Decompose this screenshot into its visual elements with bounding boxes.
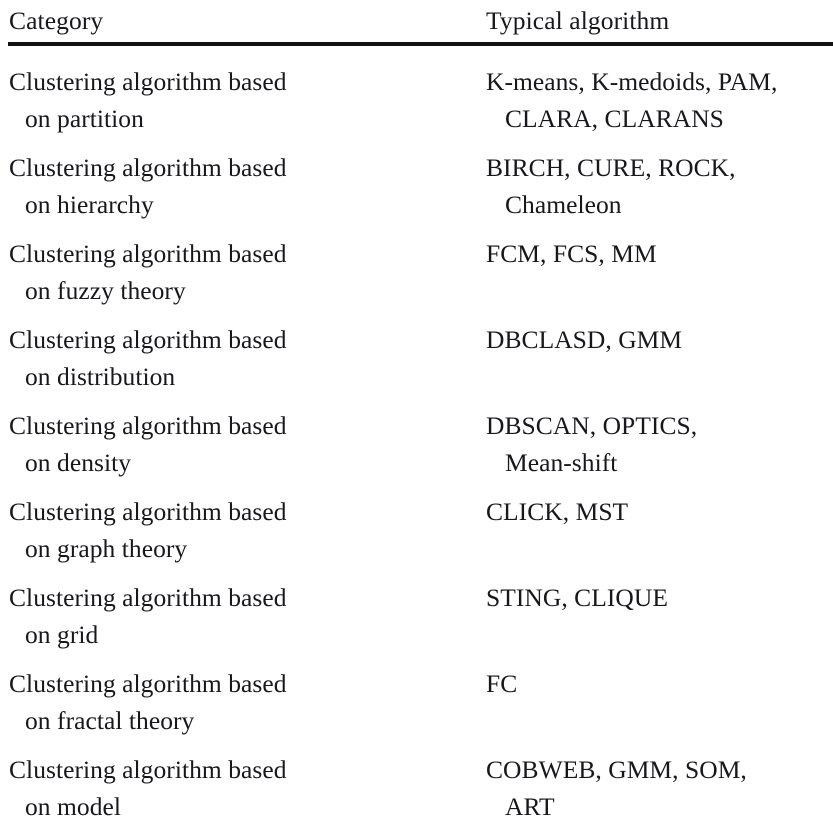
cell-category-line-1: Clustering algorithm based [9,153,287,182]
cell-algorithm: DBSCAN, OPTICS, Mean-shift [486,407,833,481]
cell-algorithm-line-1: K-means, K-medoids, PAM, [486,67,778,96]
table-row: Clustering algorithm based on density DB… [0,407,833,493]
cell-algorithm-line-1: FCM, FCS, MM [486,239,657,268]
cell-algorithm-line-2: Chameleon [505,190,622,219]
cell-category: Clustering algorithm based on density [0,407,486,481]
cell-algorithm: FC [486,665,833,702]
cell-category-line-1: Clustering algorithm based [9,325,287,354]
cell-category-line-2: on grid [25,620,99,649]
cell-algorithm-line-1: DBSCAN, OPTICS, [486,411,698,440]
cell-category-line-2: on density [25,448,132,477]
cell-category: Clustering algorithm based on model [0,751,486,825]
cell-category-line-2: on fractal theory [25,706,195,735]
table-header-row: Category Typical algorithm [0,0,833,37]
cell-algorithm-line-1: COBWEB, GMM, SOM, [486,755,747,784]
table-row: Clustering algorithm based on graph theo… [0,493,833,579]
cell-algorithm: FCM, FCS, MM [486,235,833,272]
cell-algorithm-line-2: Mean-shift [505,448,618,477]
cell-category: Clustering algorithm based on distributi… [0,321,486,395]
cell-algorithm: CLICK, MST [486,493,833,530]
table-row: Clustering algorithm based on hierarchy … [0,149,833,235]
cell-algorithm: STING, CLIQUE [486,579,833,616]
cell-category: Clustering algorithm based on graph theo… [0,493,486,567]
cell-category-line-2: on distribution [25,362,176,391]
table-row: Clustering algorithm based on grid STING… [0,579,833,665]
cell-category-line-1: Clustering algorithm based [9,669,287,698]
cell-category-line-2: on fuzzy theory [25,276,186,305]
cell-algorithm: K-means, K-medoids, PAM, CLARA, CLARANS [486,63,833,137]
column-header-category: Category [9,6,104,35]
cell-category: Clustering algorithm based on fractal th… [0,665,486,739]
cell-category: Clustering algorithm based on grid [0,579,486,653]
column-header-algorithm: Typical algorithm [486,6,670,35]
column-header-category-cell: Category [0,4,486,37]
cell-category-line-2: on hierarchy [25,190,154,219]
table-row: Clustering algorithm based on partition … [0,63,833,149]
table-body: Clustering algorithm based on partition … [0,63,833,837]
cell-category-line-1: Clustering algorithm based [9,755,287,784]
cell-algorithm-line-2: CLARA, CLARANS [505,104,724,133]
table-row: Clustering algorithm based on fractal th… [0,665,833,751]
cell-category: Clustering algorithm based on partition [0,63,486,137]
cell-category-line-2: on partition [25,104,144,133]
cell-category: Clustering algorithm based on hierarchy [0,149,486,223]
cell-algorithm-line-1: DBCLASD, GMM [486,325,683,354]
cell-category-line-1: Clustering algorithm based [9,411,287,440]
cell-category-line-2: on graph theory [25,534,188,563]
column-header-algorithm-cell: Typical algorithm [486,4,833,37]
cell-algorithm-line-1: BIRCH, CURE, ROCK, [486,153,736,182]
table-row: Clustering algorithm based on distributi… [0,321,833,407]
cell-algorithm: DBCLASD, GMM [486,321,833,358]
cell-algorithm-line-1: STING, CLIQUE [486,583,668,612]
cell-category-line-1: Clustering algorithm based [9,583,287,612]
cell-category-line-1: Clustering algorithm based [9,497,287,526]
cell-category-line-1: Clustering algorithm based [9,239,287,268]
cell-algorithm: BIRCH, CURE, ROCK, Chameleon [486,149,833,223]
table-row: Clustering algorithm based on model COBW… [0,751,833,837]
cell-algorithm-line-1: FC [486,669,518,698]
header-divider-rule [8,42,833,46]
cell-category: Clustering algorithm based on fuzzy theo… [0,235,486,309]
cell-category-line-1: Clustering algorithm based [9,67,287,96]
table-row: Clustering algorithm based on fuzzy theo… [0,235,833,321]
cell-algorithm-line-1: CLICK, MST [486,497,629,526]
cell-algorithm: COBWEB, GMM, SOM, ART [486,751,833,825]
